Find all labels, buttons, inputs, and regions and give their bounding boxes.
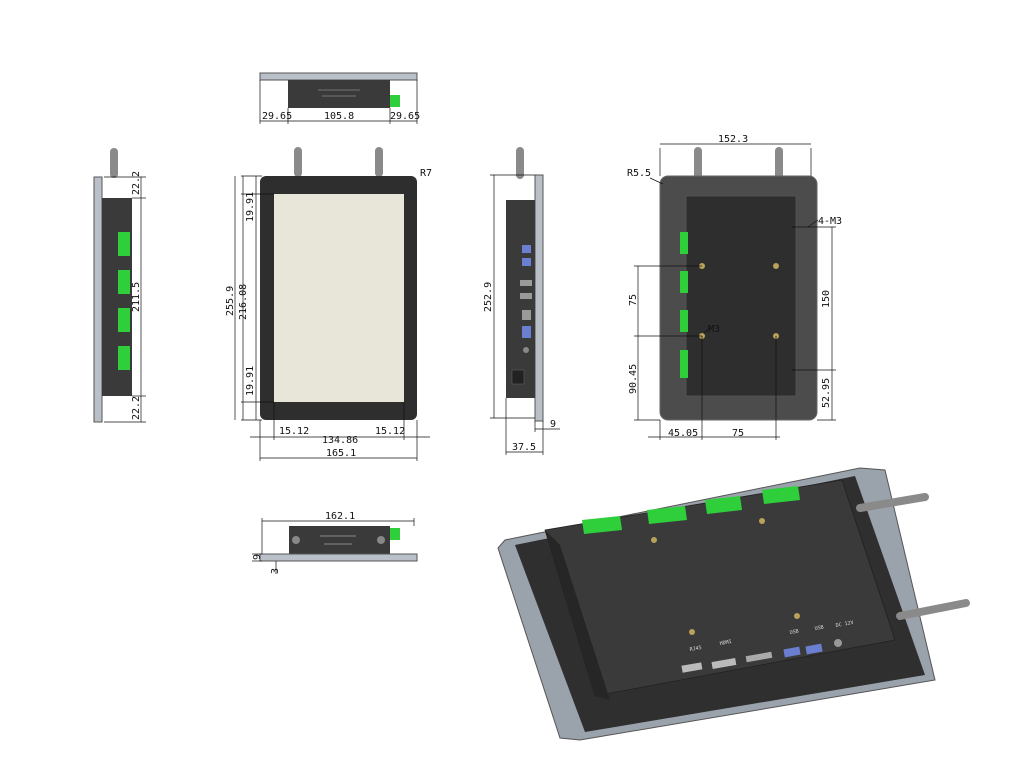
- left-dim-middle: 211.5: [131, 282, 142, 312]
- back-dim-bottom-offset: 52.95: [821, 378, 832, 408]
- back-dim-screw-holes: 4-M3: [818, 216, 842, 227]
- iso-label-dc: DC 12V: [835, 620, 854, 629]
- back-dim-radius: R5.5: [627, 168, 651, 179]
- bottom-dim-bezel: 9: [252, 554, 263, 560]
- front-dim-width: 165.1: [326, 448, 356, 459]
- front-dim-top-bezel: 19.91: [245, 192, 256, 222]
- left-dim-top: 22.2: [131, 171, 142, 195]
- front-dim-left-bezel: 15.12: [279, 426, 309, 437]
- back-view: 152.3 R5.5 4-M3 M3 75 150 90.45 52.95 45…: [627, 134, 842, 440]
- top-dim-right: 29.65: [390, 111, 420, 122]
- iso-label-hdmi: HDMI: [719, 639, 732, 647]
- right-dim-height: 252.9: [483, 282, 494, 312]
- bottom-view: 162.1 9 3: [252, 511, 418, 574]
- right-dim-depth: 37.5: [512, 442, 536, 453]
- back-dim-hole-spacing: 150: [821, 290, 832, 308]
- left-view: 22.2 211.5 22.2: [93, 148, 146, 423]
- back-dim-left-offset: 45.05: [668, 428, 698, 439]
- iso-view: HDMI RJ45 USB USB DC 12V: [497, 467, 970, 741]
- front-dim-radius: R7: [420, 168, 432, 179]
- top-dim-left: 29.65: [262, 111, 292, 122]
- top-dim-width: 105.8: [324, 111, 354, 122]
- back-dim-vesa-horizontal: 75: [732, 428, 744, 439]
- front-dim-height: 255.9: [225, 286, 236, 316]
- front-dim-screen-height: 216.08: [238, 284, 249, 320]
- bottom-dim-width: 162.1: [325, 511, 355, 522]
- front-dim-screen-width: 134.86: [322, 435, 358, 446]
- bottom-dim-offset: 3: [270, 568, 281, 574]
- right-view: 252.9 9 37.5: [483, 147, 560, 455]
- back-dim-mount-screw: M3: [708, 324, 720, 335]
- top-view: 29.65 105.8 29.65: [259, 72, 420, 124]
- back-dim-lower-offset: 90.45: [628, 364, 639, 394]
- back-dim-vesa-vertical: 75: [628, 294, 639, 306]
- iso-label-usb-1: USB: [789, 628, 799, 635]
- front-dim-right-bezel: 15.12: [375, 426, 405, 437]
- right-dim-bezel-thickness: 9: [550, 419, 556, 430]
- iso-label-rj45: RJ45: [689, 645, 702, 653]
- left-dim-bottom: 22.2: [131, 396, 142, 420]
- front-view: R7 19.91 255.9 216.08 19.91 15.12 134.86…: [225, 147, 432, 461]
- iso-label-usb-2: USB: [814, 624, 824, 631]
- back-dim-width: 152.3: [718, 134, 748, 145]
- front-dim-bottom-bezel: 19.91: [245, 366, 256, 396]
